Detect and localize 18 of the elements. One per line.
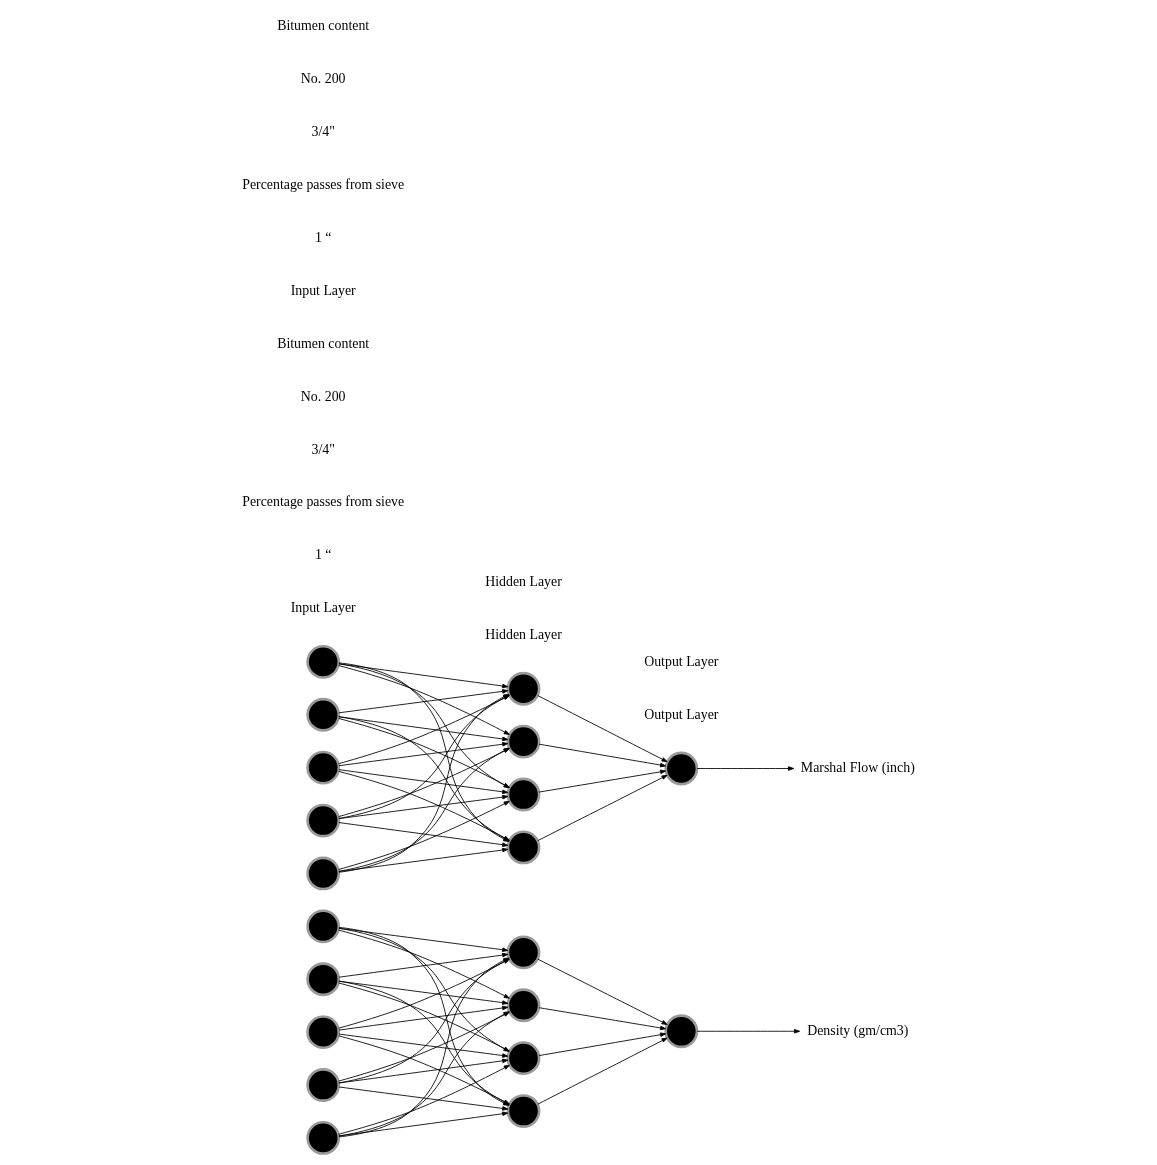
label: Input Layer: [290, 600, 356, 616]
label: Bitumen content: [276, 18, 369, 34]
label: 3/4": [311, 441, 335, 457]
node-text: Density (gm/cm3): [806, 1022, 908, 1038]
label: No. 200: [300, 71, 346, 87]
node-text: Marshal Flow (inch): [800, 759, 915, 775]
label: Input Layer: [290, 282, 356, 298]
label: Bitumen content: [276, 335, 369, 351]
label: Hidden Layer: [484, 627, 562, 643]
label: 1 “: [314, 229, 331, 245]
label: Hidden Layer: [484, 574, 562, 590]
label: Percentage passes from sieve: [241, 177, 404, 193]
label: 3/4": [311, 124, 335, 140]
label: Output Layer: [643, 706, 718, 722]
label: 1 “: [314, 547, 331, 563]
label: Output Layer: [643, 654, 718, 670]
label: Percentage passes from sieve: [241, 494, 404, 510]
label: No. 200: [300, 388, 346, 404]
